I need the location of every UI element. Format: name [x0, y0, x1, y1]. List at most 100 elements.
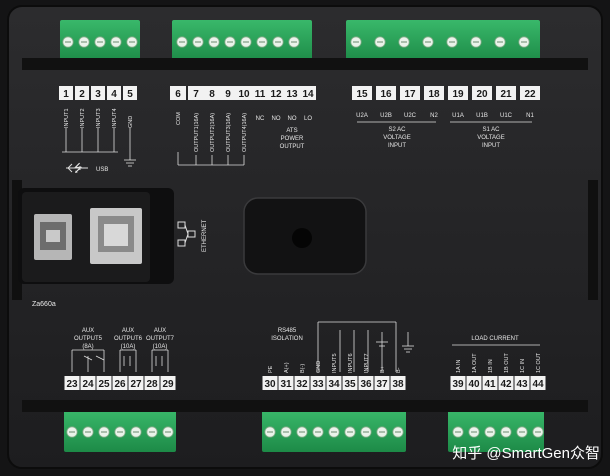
- atsLabel-line-1: POWER: [281, 136, 304, 142]
- terminal-box-28: [144, 376, 160, 390]
- terminal-number-21: 21: [500, 89, 512, 100]
- terminal-number-14: 14: [302, 89, 314, 100]
- terminal-number-12: 12: [270, 89, 282, 100]
- s2Label-line-2: INPUT: [388, 143, 406, 149]
- terminal-number-30: 30: [264, 379, 276, 390]
- terminal-label-8: OUTPUT2(16A): [210, 113, 216, 152]
- terminal-box-27: [128, 376, 144, 390]
- terminal-number-4: 4: [111, 89, 117, 100]
- terminal-label-2: INPUT2: [80, 108, 86, 128]
- terminal-label-14: LO: [304, 116, 312, 122]
- input-567-wiring: [317, 321, 414, 372]
- terminal-box-12: [268, 86, 284, 100]
- terminal-number-34: 34: [328, 379, 340, 390]
- terminal-number-39: 39: [452, 379, 464, 390]
- terminal-box-14: [300, 86, 316, 100]
- atsLabel-line-0: ATS: [286, 128, 297, 134]
- terminal-number-29: 29: [162, 379, 174, 390]
- terminal-number-16: 16: [380, 89, 392, 100]
- terminal-box-16: [376, 86, 396, 100]
- terminal-number-42: 42: [500, 379, 512, 390]
- terminal-number-32: 32: [296, 379, 308, 390]
- terminal-number-13: 13: [286, 89, 298, 100]
- terminal-box-10: [236, 86, 252, 100]
- terminal-number-3: 3: [95, 89, 101, 100]
- terminal-number-19: 19: [452, 89, 464, 100]
- load-current-label: LOAD CURRENT: [471, 336, 519, 342]
- terminal-label-31: A(+): [284, 362, 290, 373]
- terminal-number-18: 18: [428, 89, 440, 100]
- terminal-box-29: [160, 376, 176, 390]
- aux7Label-line-1: OUTPUT7: [146, 336, 175, 342]
- terminal-number-43: 43: [516, 379, 528, 390]
- terminal-box-36: [358, 376, 374, 390]
- terminal-number-26: 26: [114, 379, 126, 390]
- terminal-box-35: [342, 376, 358, 390]
- terminal-label-15: U2A: [356, 113, 368, 119]
- connector-block-15-22[interactable]: [346, 20, 540, 62]
- terminal-label-30: PE: [268, 365, 274, 373]
- terminal-box-26: [112, 376, 128, 390]
- aux6Label-line-0: AUX: [122, 328, 134, 334]
- terminal-label-17: U2C: [404, 113, 417, 119]
- terminal-box-19: [448, 86, 468, 100]
- terminal-box-7: [188, 86, 204, 100]
- terminal-number-8: 8: [209, 89, 215, 100]
- terminal-box-15: [352, 86, 372, 100]
- knob[interactable]: [292, 228, 312, 248]
- terminal-label-21: U1C: [500, 113, 513, 119]
- terminal-label-4: INPUT4: [112, 108, 118, 128]
- terminal-number-40: 40: [468, 379, 480, 390]
- usb-b-port[interactable]: [34, 214, 72, 260]
- connector-block-39-44[interactable]: [448, 410, 544, 452]
- terminal-box-3: [91, 86, 105, 100]
- ethernet-port[interactable]: [90, 208, 142, 264]
- terminal-box-33: [310, 376, 326, 390]
- terminal-number-31: 31: [280, 379, 292, 390]
- terminal-number-7: 7: [193, 89, 199, 100]
- terminal-label-41: 1B IN: [488, 359, 494, 373]
- rs485Label-line-0: RS485: [278, 328, 297, 334]
- terminal-box-8: [204, 86, 220, 100]
- aux-output-wiring: [71, 349, 169, 372]
- terminal-box-41: [482, 376, 498, 390]
- terminal-label-38: B-: [396, 367, 402, 373]
- bottom-connectors: [64, 410, 544, 452]
- terminal-label-20: U1B: [476, 113, 488, 119]
- top-connector-rail: [22, 58, 588, 70]
- aux5Label-line-2: (8A): [82, 344, 93, 350]
- terminal-label-5: GND: [128, 116, 134, 128]
- s2Label-line-0: S2 AC: [388, 127, 406, 133]
- left-clip-slot: [12, 180, 22, 300]
- terminal-box-39: [450, 376, 466, 390]
- terminal-box-23: [64, 376, 80, 390]
- terminal-number-11: 11: [255, 89, 266, 100]
- terminal-label-22: N1: [526, 113, 534, 119]
- terminal-box-40: [466, 376, 482, 390]
- bottom-connector-rail: [22, 400, 588, 412]
- terminal-label-36: INPUT7: [364, 353, 370, 373]
- s1Label-line-2: INPUT: [482, 143, 500, 149]
- terminal-number-33: 33: [312, 379, 324, 390]
- terminal-label-11: NC: [256, 116, 265, 122]
- ethernet-label: ETHERNET: [202, 219, 208, 252]
- terminal-box-4: [107, 86, 121, 100]
- terminal-box-30: [262, 376, 278, 390]
- terminal-label-32: B(-): [300, 364, 306, 373]
- terminal-number-9: 9: [225, 89, 231, 100]
- terminal-box-22: [520, 86, 540, 100]
- terminal-box-43: [514, 376, 530, 390]
- terminal-box-37: [374, 376, 390, 390]
- rs485Label-line-1: ISOLATION: [271, 336, 303, 342]
- terminal-box-13: [284, 86, 300, 100]
- terminal-number-22: 22: [524, 89, 536, 100]
- terminal-box-6: [170, 86, 186, 100]
